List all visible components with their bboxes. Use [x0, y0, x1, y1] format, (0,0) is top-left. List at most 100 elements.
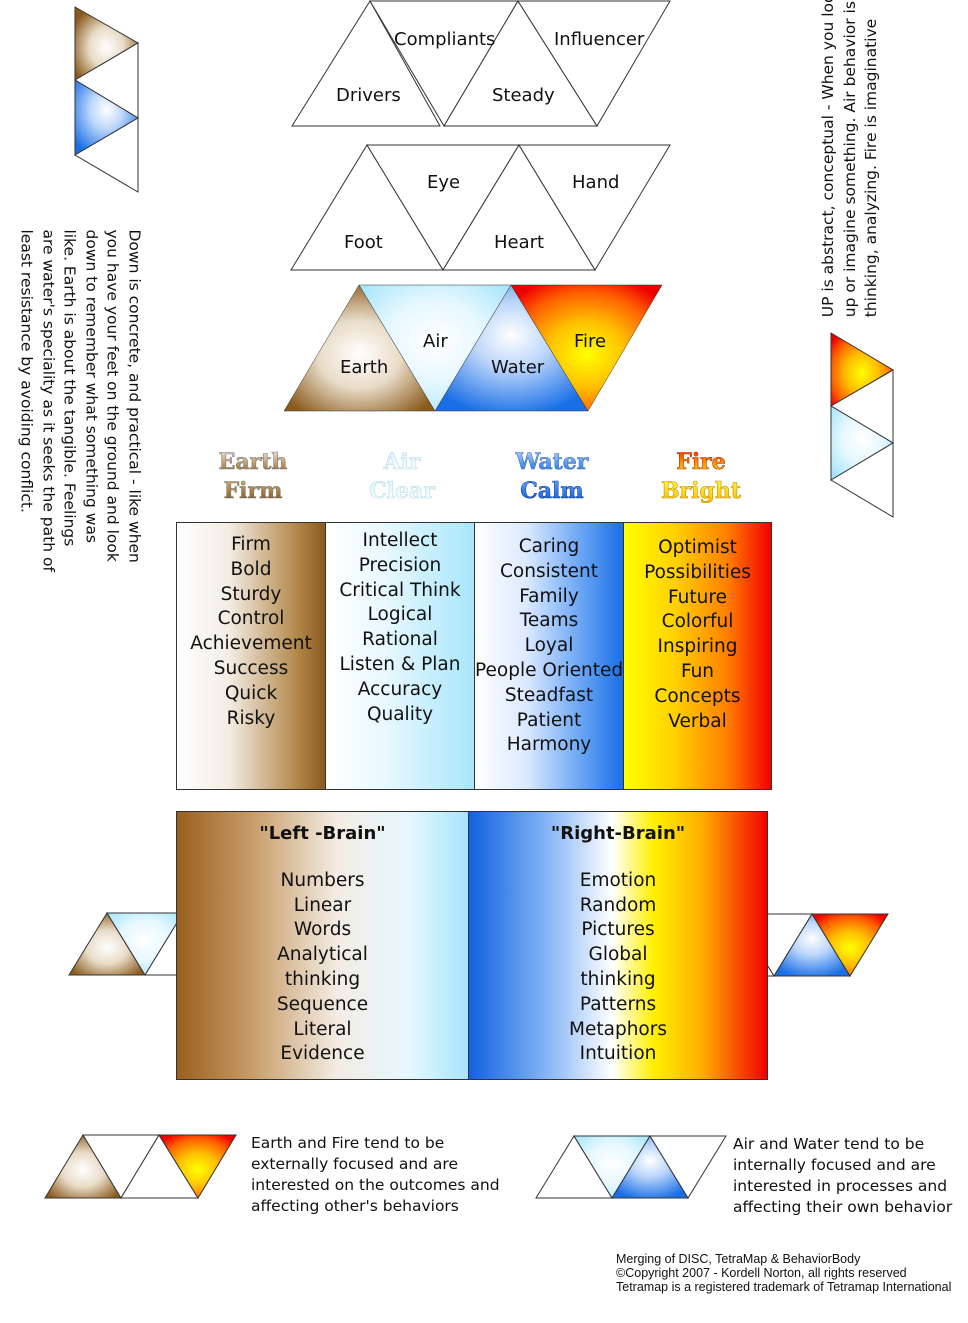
right-brain-item: Global [588, 944, 648, 966]
right-brain-panel: "Right-Brain" Emotion Random Pictures Gl… [468, 811, 768, 1080]
header-clear: Clear [369, 478, 435, 504]
label-compliants: Compliants [394, 29, 496, 50]
water-traits-column: Caring Consistent Family Teams Loyal Peo… [474, 522, 624, 790]
trait-item: Intellect [362, 530, 438, 551]
label-fire: Fire [574, 331, 607, 352]
trait-item: Consistent [500, 560, 598, 582]
header-earth: Earth [219, 449, 288, 475]
label-drivers: Drivers [336, 85, 401, 106]
trait-item: Rational [362, 629, 438, 651]
trait-item: Loyal [524, 635, 574, 657]
left-brain-item: Words [293, 919, 352, 941]
right-brain-item: Metaphors [569, 1018, 667, 1040]
label-eye: Eye [427, 172, 461, 193]
trait-item: Teams [519, 610, 579, 632]
left-brain-panel: "Left -Brain" Numbers Linear Words Analy… [176, 811, 469, 1080]
element-headers: Earth Firm Air Clear Water Calm Fire Bri… [218, 449, 742, 505]
copyright-line: Merging of DISC, TetraMap & BehaviorBody [616, 1252, 861, 1266]
trait-item: Verbal [668, 710, 727, 732]
header-calm: Calm [520, 478, 583, 504]
right-brain-title: "Right-Brain" [550, 823, 686, 844]
earth-fire-note-line: affecting other's behaviors [251, 1197, 459, 1215]
right-brain-item: Pictures [581, 919, 655, 941]
trait-item: Success [213, 657, 289, 679]
trait-item: Caring [518, 536, 580, 557]
up-note: UP is abstract, conceptual - When you lo… [818, 0, 883, 318]
earth-fire-note-line: interested on the outcomes and [251, 1176, 500, 1194]
trait-item: Sturdy [220, 583, 282, 605]
left-brain-item: Numbers [280, 869, 365, 891]
down-note-line: are water's speciality as it seeks the p… [39, 229, 58, 572]
left-brain-item: Literal [293, 1018, 352, 1040]
down-note-line: you have your feet on the ground and loo… [104, 229, 122, 562]
down-note-line: down to remember what something was [82, 229, 101, 543]
air-water-note: Air and Water tend to be internally focu… [733, 1134, 952, 1218]
trait-item: Quick [224, 682, 278, 704]
header-water: Water [515, 449, 589, 475]
up-note-line: thinking, analyzing. Fire is imaginative [861, 18, 880, 318]
trait-item: Firm [231, 534, 271, 555]
left-brain-item: Linear [293, 894, 352, 916]
label-foot: Foot [344, 232, 383, 253]
trait-item: Bold [230, 558, 272, 580]
trait-item: Patient [516, 709, 582, 731]
trait-item: Optimist [658, 537, 737, 558]
right-brain-item: Patterns [579, 993, 657, 1015]
up-note-line: UP is abstract, conceptual - When you lo… [818, 0, 837, 318]
header-air: Air [382, 449, 420, 475]
header-firm: Firm [224, 478, 283, 504]
label-earth: Earth [340, 357, 389, 378]
trait-item: Achievement [190, 633, 312, 655]
right-brain-item: Intuition [579, 1043, 657, 1065]
air-water-note-line: Air and Water tend to be [733, 1135, 925, 1153]
trait-item: Harmony [506, 734, 592, 756]
trait-item: Accuracy [357, 678, 443, 700]
earth-fire-note-line: Earth and Fire tend to be [251, 1134, 445, 1152]
copyright-notice: Merging of DISC, TetraMap & BehaviorBody… [616, 1252, 951, 1294]
label-air: Air [423, 331, 448, 352]
right-brain-item: thinking [580, 968, 656, 990]
trait-item: Concepts [654, 685, 741, 707]
trait-item: Listen & Plan [339, 653, 461, 675]
trait-item: Risky [226, 707, 276, 729]
left-brain-item: Analytical [277, 944, 368, 966]
air-traits-column: Intellect Precision Critical Think Logic… [325, 522, 475, 790]
left-brain-item: Evidence [280, 1043, 365, 1065]
trait-item: Precision [358, 554, 442, 576]
label-heart: Heart [494, 232, 545, 253]
trait-item: Control [217, 608, 285, 630]
earth-fire-note-line: externally focused and are [251, 1155, 459, 1173]
earth-traits-column: Firm Bold Sturdy Control Achievement Suc… [176, 522, 326, 790]
trait-item: Quality [366, 703, 434, 725]
trait-item: Family [519, 585, 579, 607]
right-brain-item: Emotion [579, 869, 657, 891]
trait-item: People Oriented [475, 659, 624, 681]
down-note-line: least resistance by avoiding conflict. [18, 229, 36, 513]
down-note-line: like. Earth is about the tangible. Feeli… [61, 229, 79, 547]
trait-item: Critical Think [339, 579, 461, 601]
header-bright: Bright [661, 478, 742, 504]
down-note-line: Down is concrete, and practical - like w… [125, 229, 144, 563]
label-hand: Hand [572, 172, 620, 193]
copyright-line: Tetramap is a registered trademark of Te… [616, 1280, 952, 1294]
trait-item: Steadfast [504, 684, 594, 706]
left-brain-item: Sequence [276, 993, 369, 1015]
left-brain-item: thinking [284, 968, 361, 990]
right-brain-item: Random [579, 894, 657, 916]
air-water-note-line: interested in processes and [733, 1177, 948, 1195]
fire-traits-column: Optimist Possibilities Future Colorful I… [623, 522, 772, 790]
trait-item: Inspiring [657, 636, 738, 658]
down-note: Down is concrete, and practical - like w… [16, 229, 145, 572]
up-note-line: up or imagine something. Air behavior is [840, 1, 859, 318]
header-fire: Fire [676, 449, 726, 475]
left-brain-title: "Left -Brain" [259, 823, 386, 844]
label-steady: Steady [492, 85, 555, 106]
label-influencer: Influencer [554, 29, 645, 50]
air-water-note-line: affecting their own behavior [733, 1198, 953, 1216]
label-water: Water [491, 357, 545, 378]
trait-item: Colorful [661, 611, 734, 633]
fire-triangle [510, 284, 663, 412]
trait-item: Logical [367, 604, 433, 626]
trait-item: Future [668, 586, 727, 608]
trait-item: Fun [680, 660, 715, 682]
